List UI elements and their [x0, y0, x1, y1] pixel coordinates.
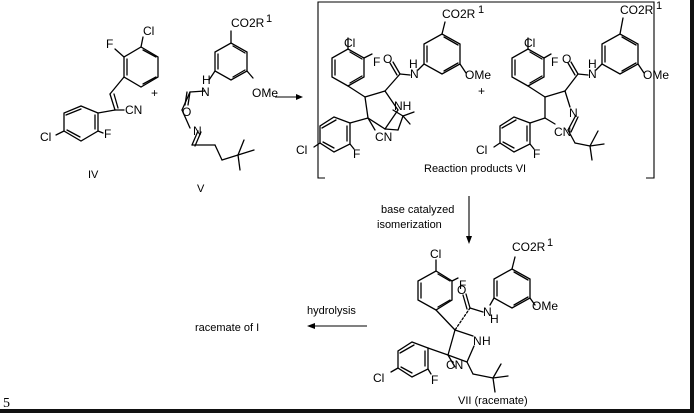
- compound-vii: CO2R 1 Cl F O N H OMe N H CN Cl F VII (r…: [373, 237, 558, 407]
- atom-ome: OMe: [643, 68, 669, 82]
- atom-o: O: [457, 283, 466, 297]
- atom-n: N: [193, 124, 202, 138]
- atom-cl: Cl: [373, 371, 384, 385]
- atom-f: F: [106, 37, 113, 51]
- atom-cn: CN: [375, 130, 392, 144]
- atom-f: F: [551, 55, 558, 69]
- atom-cl: Cl: [344, 36, 355, 50]
- atom-h: H: [409, 57, 418, 71]
- right-border: [690, 0, 694, 413]
- atom-cl: Cl: [476, 143, 487, 157]
- product-vi-a: CO2R 1 Cl F O N H OMe NH CN Cl F: [296, 4, 491, 161]
- compound-v: CO2R 1 O H N OMe N V: [181, 13, 278, 195]
- atom-nh: NH: [394, 99, 411, 113]
- superscript-1: 1: [478, 4, 484, 16]
- compound-vii-label: VII (racemate): [458, 395, 528, 407]
- atom-f: F: [104, 127, 111, 141]
- compound-iv-label: IV: [88, 169, 99, 181]
- atom-cn: CN: [554, 125, 571, 139]
- atom-cn: CN: [446, 358, 463, 372]
- isomerization-line-2: isomerization: [377, 219, 442, 231]
- plus-sign: +: [478, 84, 485, 98]
- atom-n: N: [201, 85, 210, 99]
- arrow-head-icon: [307, 323, 315, 329]
- hydrolysis-label: hydrolysis: [307, 305, 356, 317]
- atom-co2r: CO2R: [620, 3, 654, 17]
- page-number: 5: [3, 396, 10, 411]
- atom-co2r: CO2R: [442, 7, 476, 21]
- atom-h: H: [202, 73, 211, 87]
- atom-f: F: [533, 147, 540, 161]
- superscript-1: 1: [266, 13, 272, 25]
- arrow-head-icon: [466, 236, 472, 244]
- atom-h: H: [482, 334, 491, 348]
- product-vi-b: CO2R 1 Cl F O H N OMe N CN Cl F: [476, 0, 669, 161]
- atom-n: N: [569, 106, 578, 120]
- atom-cl: Cl: [430, 247, 441, 261]
- bottom-border: [0, 409, 694, 413]
- atom-co2r: CO2R: [231, 16, 265, 30]
- atom-o: O: [182, 105, 191, 119]
- atom-n: N: [588, 67, 597, 81]
- atom-o: O: [562, 52, 571, 66]
- atom-cl: Cl: [524, 36, 535, 50]
- atom-ome: OMe: [532, 299, 558, 313]
- atom-ome: OMe: [465, 68, 491, 82]
- atom-o: O: [383, 52, 392, 66]
- atom-cn: CN: [125, 103, 142, 117]
- atom-h: H: [588, 57, 597, 71]
- atom-n: N: [483, 305, 492, 319]
- compound-v-label: V: [197, 183, 205, 195]
- superscript-1: 1: [547, 237, 553, 249]
- atom-f: F: [459, 278, 466, 292]
- atom-h: H: [490, 312, 499, 326]
- atom-ome: OMe: [252, 86, 278, 100]
- isomerization-line-1: base catalyzed: [381, 204, 454, 216]
- atom-f: F: [431, 373, 438, 387]
- compound-iv: Cl F CN Cl F IV: [40, 24, 159, 181]
- atom-cl: Cl: [40, 130, 51, 144]
- atom-n: N: [410, 67, 419, 81]
- atom-co2r: CO2R: [512, 240, 546, 254]
- product-bracket: [317, 1, 655, 179]
- arrow-head-icon: [296, 94, 303, 100]
- hydrolysis-product: racemate of I: [195, 322, 259, 334]
- atom-cl: Cl: [296, 143, 307, 157]
- superscript-1: 1: [656, 0, 662, 12]
- atom-cl: Cl: [143, 24, 154, 38]
- atom-n: N: [473, 334, 482, 348]
- atom-f: F: [353, 147, 360, 161]
- reaction-products-label: Reaction products VI: [424, 163, 526, 175]
- plus-sign: +: [151, 86, 158, 100]
- atom-f: F: [373, 55, 380, 69]
